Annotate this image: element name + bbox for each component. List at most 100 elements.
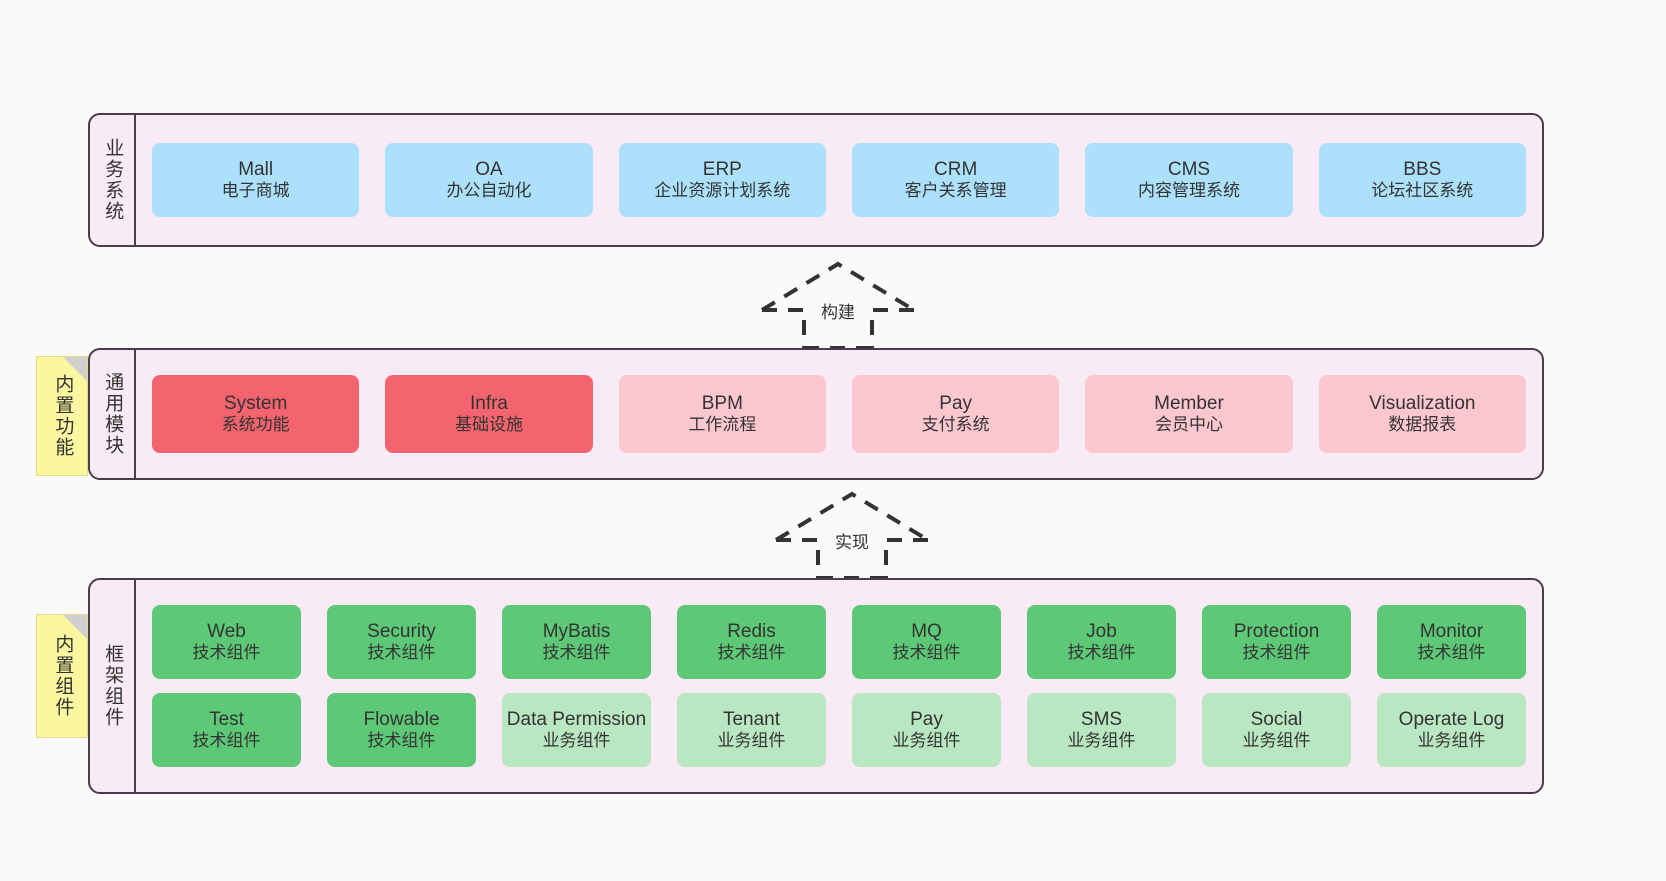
module-card-erp[interactable]: ERP 企业资源计划系统	[618, 143, 826, 217]
module-card-subtitle: 会员中心	[1154, 415, 1223, 435]
module-card-title: Protection	[1233, 621, 1320, 643]
module-card-social[interactable]: Social 业务组件	[1202, 693, 1351, 767]
module-card-redis[interactable]: Redis 技术组件	[677, 605, 826, 679]
module-card-subtitle: 企业资源计划系统	[654, 181, 791, 201]
module-card-visualization[interactable]: Visualization 数据报表	[1318, 375, 1526, 453]
layer-row: Mall 电子商城 OA 办公自动化 ERP 企业资源计划系统 CRM 客户关系…	[152, 143, 1526, 217]
module-card-subtitle: 技术组件	[542, 643, 611, 663]
module-card-flowable[interactable]: Flowable 技术组件	[327, 693, 476, 767]
module-card-web[interactable]: Web 技术组件	[152, 605, 301, 679]
module-card-title: Pay	[910, 709, 943, 731]
module-card-subtitle: 技术组件	[717, 643, 786, 663]
layer-body-common-module: System 系统功能 Infra 基础设施 BPM 工作流程 Pay 支付系统…	[136, 350, 1542, 478]
module-card-title: Flowable	[363, 709, 440, 731]
module-card-title: Test	[209, 709, 244, 731]
module-card-crm[interactable]: CRM 客户关系管理	[851, 143, 1060, 217]
module-card-title: Web	[207, 621, 246, 643]
module-card-title: Member	[1154, 393, 1224, 415]
layer-common-module: 通用模块 System 系统功能 Infra 基础设施 BPM 工作流程 Pay…	[88, 348, 1544, 480]
layer-title-common-module: 通用模块	[90, 350, 136, 478]
module-card-mq[interactable]: MQ 技术组件	[852, 605, 1001, 679]
module-card-mybatis[interactable]: MyBatis 技术组件	[502, 605, 651, 679]
module-card-title: MQ	[911, 621, 942, 643]
layer-body-business-system: Mall 电子商城 OA 办公自动化 ERP 企业资源计划系统 CRM 客户关系…	[136, 115, 1542, 245]
module-card-title: MyBatis	[542, 621, 611, 643]
module-card-title: Security	[367, 621, 436, 643]
module-card-subtitle: 业务组件	[717, 731, 786, 751]
module-card-oa[interactable]: OA 办公自动化	[385, 143, 593, 217]
module-card-infra[interactable]: Infra 基础设施	[385, 375, 593, 453]
module-card-subtitle: 业务组件	[542, 731, 611, 751]
module-card-title: Infra	[469, 393, 508, 415]
module-card-subtitle: 技术组件	[192, 643, 261, 663]
module-card-subtitle: 技术组件	[367, 643, 436, 663]
module-card-system[interactable]: System 系统功能	[152, 375, 360, 453]
layer-row: System 系统功能 Infra 基础设施 BPM 工作流程 Pay 支付系统…	[152, 375, 1526, 453]
module-card-subtitle: 电子商城	[221, 181, 290, 201]
module-card-subtitle: 论坛社区系统	[1371, 181, 1474, 201]
module-card-operate-log[interactable]: Operate Log 业务组件	[1377, 693, 1526, 767]
dashed-hollow-arrow-icon	[760, 261, 916, 350]
module-card-subtitle: 业务组件	[1067, 731, 1136, 751]
module-card-title: Visualization	[1369, 393, 1476, 415]
module-card-monitor[interactable]: Monitor 技术组件	[1377, 605, 1526, 679]
module-card-title: Operate Log	[1398, 709, 1505, 731]
module-card-mall[interactable]: Mall 电子商城	[152, 143, 360, 217]
layer-framework-component: 框架组件 Web 技术组件 Security 技术组件 MyBatis 技术组件…	[88, 578, 1544, 794]
module-card-title: SMS	[1080, 709, 1123, 731]
module-card-subtitle: 技术组件	[1242, 643, 1311, 663]
module-card-title: Tenant	[722, 709, 781, 731]
layer-business-system: 业务系统 Mall 电子商城 OA 办公自动化 ERP 企业资源计划系统 CRM…	[88, 113, 1544, 247]
module-card-subtitle: 内容管理系统	[1137, 181, 1240, 201]
module-card-subtitle: 技术组件	[892, 643, 961, 663]
module-card-subtitle: 办公自动化	[446, 181, 532, 201]
sticky-note-builtin-feature: 内置功能	[36, 356, 88, 476]
module-card-title: BBS	[1403, 159, 1442, 181]
module-card-job[interactable]: Job 技术组件	[1027, 605, 1176, 679]
module-card-title: ERP	[702, 159, 742, 181]
module-card-pay[interactable]: Pay 支付系统	[851, 375, 1060, 453]
module-card-subtitle: 基础设施	[454, 415, 523, 435]
module-card-subtitle: 技术组件	[1417, 643, 1486, 663]
module-card-subtitle: 技术组件	[192, 731, 261, 751]
module-card-title: Data Permission	[506, 709, 647, 731]
module-card-title: OA	[475, 159, 503, 181]
module-card-subtitle: 系统功能	[221, 415, 290, 435]
module-card-title: Pay	[939, 393, 973, 415]
layer-title-business-system: 业务系统	[90, 115, 136, 245]
module-card-tenant[interactable]: Tenant 业务组件	[677, 693, 826, 767]
module-card-pay-component[interactable]: Pay 业务组件	[852, 693, 1001, 767]
module-card-title: Job	[1086, 621, 1117, 643]
module-card-title: CMS	[1167, 159, 1211, 181]
module-card-sms[interactable]: SMS 业务组件	[1027, 693, 1176, 767]
module-card-protection[interactable]: Protection 技术组件	[1202, 605, 1351, 679]
module-card-title: CRM	[934, 159, 978, 181]
module-card-title: BPM	[701, 393, 743, 415]
layer-title-framework-component: 框架组件	[90, 580, 136, 792]
module-card-subtitle: 业务组件	[892, 731, 961, 751]
module-card-subtitle: 客户关系管理	[904, 181, 1007, 201]
module-card-subtitle: 业务组件	[1242, 731, 1311, 751]
module-card-subtitle: 技术组件	[1067, 643, 1136, 663]
module-card-test[interactable]: Test 技术组件	[152, 693, 301, 767]
module-card-title: Mall	[238, 159, 274, 181]
module-card-subtitle: 技术组件	[367, 731, 436, 751]
module-card-title: Social	[1250, 709, 1303, 731]
layer-row: Web 技术组件 Security 技术组件 MyBatis 技术组件 Redi…	[152, 605, 1526, 679]
module-card-bpm[interactable]: BPM 工作流程	[618, 375, 826, 453]
module-card-member[interactable]: Member 会员中心	[1085, 375, 1293, 453]
module-card-subtitle: 业务组件	[1417, 731, 1486, 751]
layer-body-framework-component: Web 技术组件 Security 技术组件 MyBatis 技术组件 Redi…	[136, 580, 1542, 792]
layer-row: Test 技术组件 Flowable 技术组件 Data Permission …	[152, 693, 1526, 767]
module-card-cms[interactable]: CMS 内容管理系统	[1085, 143, 1293, 217]
dashed-hollow-arrow-icon	[774, 491, 930, 580]
module-card-subtitle: 工作流程	[688, 415, 757, 435]
connector-realize: 实现	[762, 488, 942, 580]
sticky-note-builtin-component: 内置组件	[36, 614, 88, 738]
module-card-title: Redis	[727, 621, 776, 643]
module-card-data-permission[interactable]: Data Permission 业务组件	[502, 693, 651, 767]
module-card-security[interactable]: Security 技术组件	[327, 605, 476, 679]
module-card-bbs[interactable]: BBS 论坛社区系统	[1318, 143, 1526, 217]
module-card-subtitle: 数据报表	[1388, 415, 1457, 435]
module-card-title: Monitor	[1419, 621, 1484, 643]
